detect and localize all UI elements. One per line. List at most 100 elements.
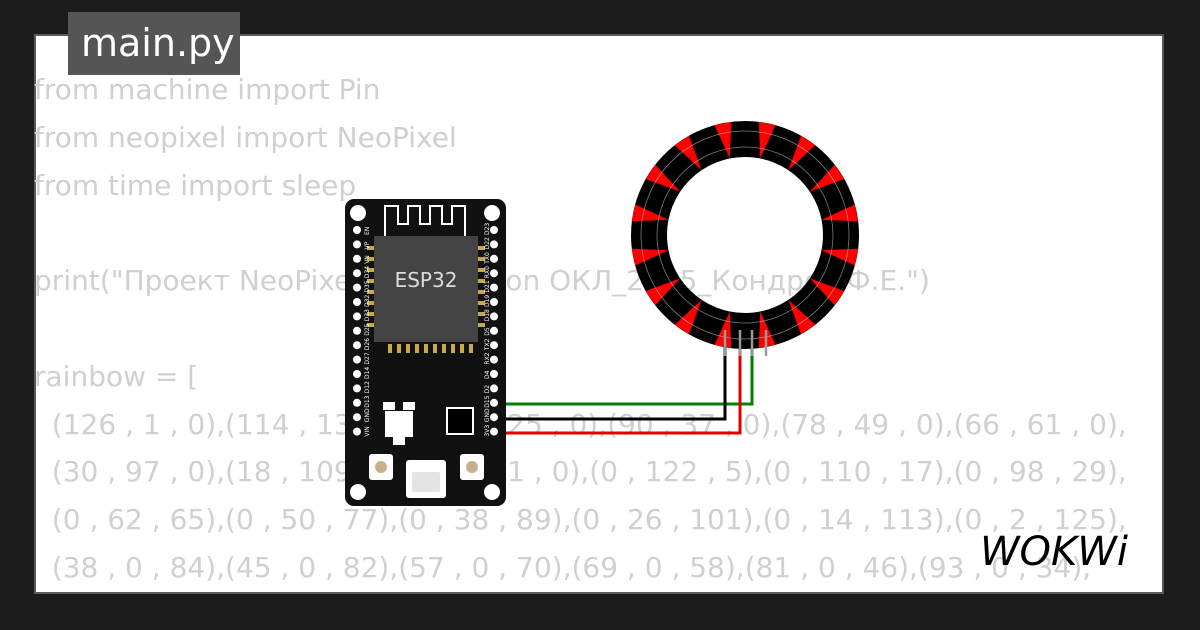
pin-d27[interactable] [353,355,361,364]
chip-label: ESP32 [395,268,458,292]
code-line: from time import sleep [34,168,357,202]
pin-label: D2 [484,385,491,394]
pin-label: D32 [364,295,371,307]
left-pin-header[interactable] [353,226,361,436]
pin-label: RX2 [484,352,491,364]
code-line: rainbow = [ [34,359,199,393]
pin-d15[interactable] [490,398,498,407]
pin-label: D26 [364,338,371,350]
pin-label: D15 [484,395,491,407]
pin-vp[interactable] [353,240,361,249]
code-line: from machine import Pin [34,73,381,106]
ring-pixel-gap [758,121,776,159]
gnd-wire[interactable] [497,341,727,421]
pin-label: GND [484,408,491,422]
ring-pixel-gap [809,278,845,306]
svg-text:WOKWi: WOKWi [980,529,1128,575]
pin-label: 3V3 [484,425,491,437]
en-button[interactable] [369,454,393,480]
regulator [385,411,413,437]
pin-label: D4 [484,370,491,379]
pin-gnd[interactable] [353,413,361,422]
pin-d23[interactable] [490,226,498,234]
pin-rx2[interactable] [490,355,498,364]
pin-d35[interactable] [353,283,361,292]
pin-label: D14 [364,367,371,379]
pin-gnd[interactable] [490,413,498,422]
ring-pixel-gap [631,204,669,222]
pin-d14[interactable] [353,370,361,378]
pin-d25[interactable] [353,326,361,335]
pin-d18[interactable] [490,312,498,321]
pin-label: D25 [364,323,371,335]
pin-d22[interactable] [490,240,498,249]
pin-3v3[interactable] [490,427,498,436]
ring-pixel-gap [714,121,732,159]
ring-pixel-gap [809,164,845,192]
ring-pixel-gap [758,311,776,349]
code-line: from neopixel import NeoPixel [34,120,457,154]
ring-pixel-gap [788,299,816,335]
pin-d13[interactable] [353,398,361,407]
pin-en[interactable] [353,226,361,234]
pin-d26[interactable] [353,341,361,350]
usb-chip [446,407,474,435]
ring-pixel-gap [631,248,669,266]
pin-d4[interactable] [490,370,498,378]
pin-tx0[interactable] [490,254,498,263]
pin-label: D21 [484,280,491,292]
ring-pixel-gap [821,248,859,266]
pin-d34[interactable] [353,269,361,278]
left-pin-labels: ENVPVND34D35D32D33D25D26D27D14D12D13GNDV… [364,227,371,437]
boot-button[interactable] [460,454,484,480]
pin-label: VP [364,241,371,249]
pin-label: D27 [364,352,371,364]
pin-label: D12 [364,381,371,393]
right-pin-header[interactable] [490,226,498,436]
wokwi-logo: WOKWi [980,529,1128,575]
neopixel-ring[interactable] [631,121,859,356]
right-pin-labels: D23D22TX0RX0D21D19D18D5TX2RX2D4D2D15GND3… [484,223,491,437]
pin-label: D23 [484,223,491,235]
code-line: (0 , 62 , 65),(0 , 50 , 77),(0 , 38 , 89… [34,503,1127,537]
pin-tx2[interactable] [490,341,498,350]
pin-d21[interactable] [490,283,498,292]
preview-card [34,34,1164,594]
wires [497,341,754,435]
pin-label: D13 [364,395,371,407]
ring-pixel-gap [645,164,681,192]
pin-d19[interactable] [490,298,498,306]
pin-d12[interactable] [353,384,361,393]
pin-label: D5 [484,327,491,336]
code-line: (38 , 0 , 84),(45 , 0 , 82),(57 , 0 , 70… [34,550,1092,584]
pin-label: D19 [484,295,491,307]
file-tab[interactable]: main.py [68,12,240,75]
ring-body [631,121,859,349]
pin-label: RX0 [484,266,491,278]
data-wire[interactable] [497,341,754,406]
pin-d33[interactable] [353,312,361,321]
ring-pixel-gap [714,311,732,349]
pin-label: VN [364,255,371,264]
pin-vin[interactable] [353,427,361,436]
pin-rx0[interactable] [490,269,498,278]
pin-label: TX0 [484,252,491,265]
ring-pixel-gap [788,135,816,171]
pin-vn[interactable] [353,254,361,263]
pin-label: D33 [364,309,371,321]
pin-label: D22 [484,237,491,249]
ring-pins [723,330,768,356]
pin-d32[interactable] [353,298,361,306]
esp32-board[interactable]: ESP32 ENVPVND34D35D32D33D25D26D27D14D12D… [345,199,506,506]
vcc-wire[interactable] [497,341,742,435]
wifi-module [374,236,478,342]
ring-pixel-gap [674,299,702,335]
pin-label: VIN [364,426,371,436]
pin-label: D34 [364,266,371,278]
antenna [384,205,466,236]
pin-label: TX2 [484,338,491,351]
pin-d2[interactable] [490,384,498,393]
pin-label: EN [364,227,371,235]
pin-d5[interactable] [490,326,498,335]
